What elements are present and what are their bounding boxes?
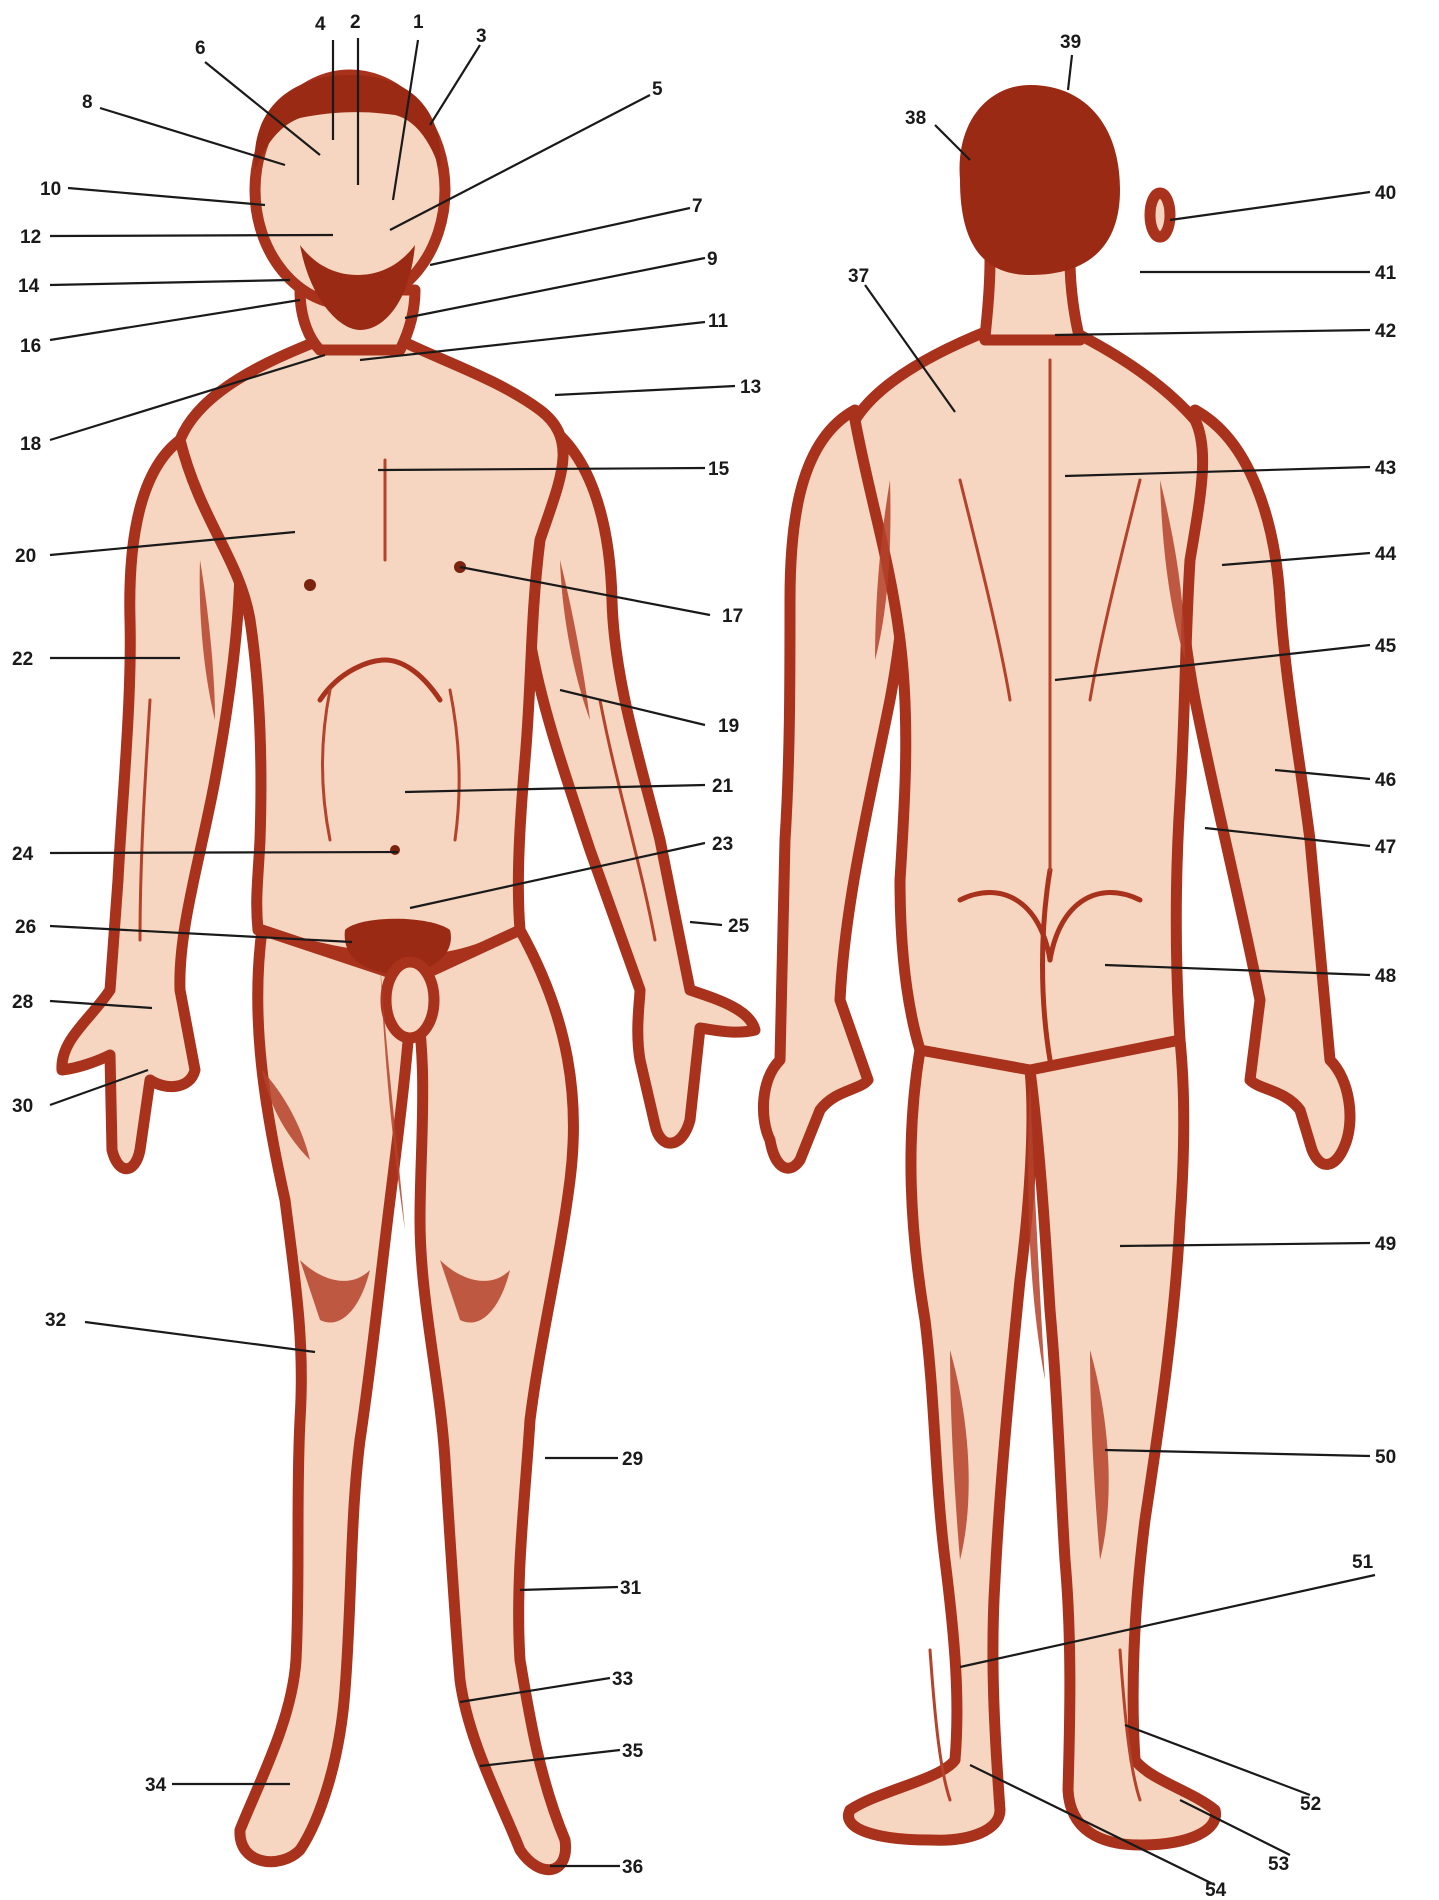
label-2: 2 — [350, 12, 361, 33]
label-43: 43 — [1375, 458, 1396, 479]
label-51: 51 — [1352, 1552, 1374, 1573]
label-9: 9 — [707, 249, 718, 270]
label-45: 45 — [1375, 636, 1397, 657]
label-11: 11 — [708, 311, 729, 332]
label-3: 3 — [476, 26, 487, 47]
label-1: 1 — [413, 12, 424, 33]
label-44: 44 — [1375, 544, 1397, 565]
label-26: 26 — [15, 917, 36, 938]
label-7: 7 — [692, 196, 703, 217]
label-40: 40 — [1375, 183, 1396, 204]
label-22: 22 — [12, 649, 33, 670]
label-33: 33 — [612, 1669, 633, 1690]
label-6: 6 — [195, 38, 206, 59]
label-38: 38 — [905, 108, 926, 129]
back-figure — [763, 85, 1350, 1845]
label-23: 23 — [712, 834, 733, 855]
label-47: 47 — [1375, 837, 1396, 858]
label-50: 50 — [1375, 1447, 1396, 1468]
label-37: 37 — [848, 266, 869, 287]
label-42: 42 — [1375, 321, 1396, 342]
label-17: 17 — [722, 606, 743, 627]
label-46: 46 — [1375, 770, 1396, 791]
label-20: 20 — [15, 546, 36, 567]
label-29: 29 — [622, 1449, 643, 1470]
label-54: 54 — [1205, 1880, 1227, 1900]
label-49: 49 — [1375, 1234, 1396, 1255]
label-12: 12 — [20, 227, 41, 248]
label-13: 13 — [740, 377, 761, 398]
front-figure — [62, 75, 755, 1870]
label-30: 30 — [12, 1096, 33, 1117]
label-21: 21 — [712, 776, 734, 797]
label-39: 39 — [1060, 32, 1081, 53]
label-14: 14 — [18, 276, 40, 297]
label-52: 52 — [1300, 1794, 1321, 1815]
label-19: 19 — [718, 716, 739, 737]
label-31: 31 — [620, 1578, 642, 1599]
label-4: 4 — [315, 14, 326, 35]
label-35: 35 — [622, 1741, 644, 1762]
label-8: 8 — [82, 92, 93, 113]
label-32: 32 — [45, 1310, 66, 1331]
label-25: 25 — [728, 916, 750, 937]
label-53: 53 — [1268, 1854, 1289, 1875]
label-48: 48 — [1375, 966, 1396, 987]
label-15: 15 — [708, 459, 730, 480]
label-24: 24 — [12, 844, 34, 865]
label-5: 5 — [652, 79, 663, 100]
label-18: 18 — [20, 434, 41, 455]
label-16: 16 — [20, 336, 41, 357]
label-34: 34 — [145, 1775, 167, 1796]
label-10: 10 — [40, 179, 61, 200]
label-28: 28 — [12, 992, 33, 1013]
label-36: 36 — [622, 1857, 643, 1878]
label-41: 41 — [1375, 263, 1397, 284]
